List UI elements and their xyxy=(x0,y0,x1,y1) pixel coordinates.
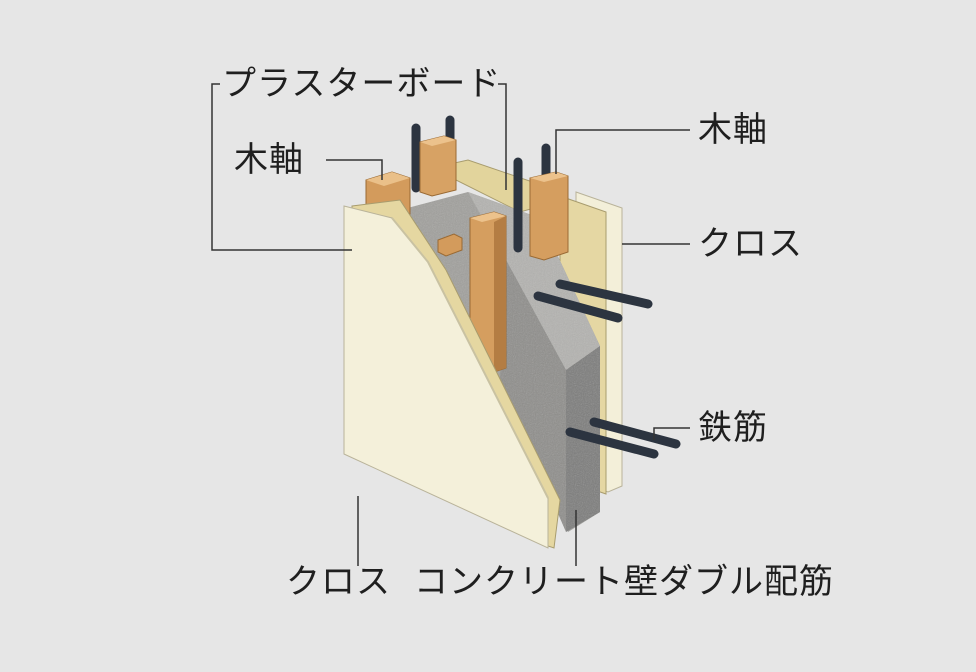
rebar-label: 鉄筋 xyxy=(698,408,768,448)
wood-frame-left-label: 木軸 xyxy=(234,140,304,180)
wood-battens xyxy=(365,135,569,377)
cloth-right-label: クロス xyxy=(698,224,803,264)
plasterboard-label: プラスターボード xyxy=(222,64,502,104)
wood-frame-right-label: 木軸 xyxy=(698,110,768,150)
cloth-bottom-label: クロス xyxy=(286,562,391,602)
leader-lines xyxy=(211,83,690,566)
rebar-horizontal xyxy=(533,279,681,459)
concrete-wall-label: コンクリート壁ダブル配筋 xyxy=(414,562,834,602)
